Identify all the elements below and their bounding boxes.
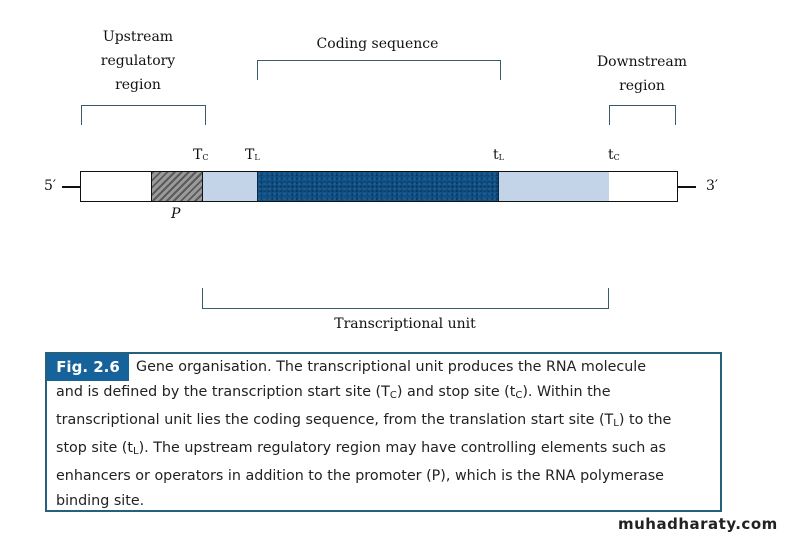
five-prime-line — [62, 186, 81, 188]
five-prime-label: 5′ — [44, 178, 57, 194]
translation-stop-site-label: tL — [493, 147, 504, 163]
caption-line: stop site (tL). The upstream regulatory … — [56, 436, 706, 464]
three-prime-label: 3′ — [706, 178, 719, 194]
upstream-label-line1: Upstream — [102, 29, 174, 45]
downstream-bracket — [609, 105, 676, 125]
caption-sub: C — [515, 390, 523, 401]
downstream-segment — [609, 172, 677, 201]
transcription-start-site-label: TC — [193, 147, 208, 163]
coding-segment — [257, 172, 499, 201]
caption-text: Gene organisation. The transcriptional u… — [56, 355, 706, 514]
caption-line: and is defined by the transcription star… — [56, 380, 706, 408]
caption-text-span: stop site (t — [56, 440, 133, 456]
caption-line: binding site. — [56, 493, 145, 509]
caption-text-span: ) to the — [618, 412, 672, 428]
site-base: t — [608, 147, 614, 163]
site-sub: C — [613, 153, 620, 162]
caption-sub: L — [613, 418, 619, 429]
promoter-segment — [151, 172, 203, 201]
caption-text-span: and is defined by the transcription star… — [56, 384, 390, 400]
downstream-label-line2: region — [619, 78, 665, 94]
site-base: T — [245, 147, 255, 163]
promoter-label: P — [171, 206, 181, 222]
downstream-label-line1: Downstream — [596, 54, 688, 70]
caption-line: transcriptional unit lies the coding seq… — [56, 408, 706, 436]
caption-line: Gene organisation. The transcriptional u… — [56, 355, 706, 380]
site-sub: L — [498, 153, 504, 162]
caption-line: enhancers or operators in addition to th… — [56, 468, 664, 484]
three-prime-line — [677, 186, 696, 188]
translation-start-site-label: TL — [245, 147, 260, 163]
upstream-bracket — [81, 105, 206, 125]
site-base: t — [493, 147, 499, 163]
caption-text-span: ) and stop site (t — [396, 384, 516, 400]
gene-bar — [80, 171, 678, 202]
three-utr-segment — [499, 172, 609, 201]
site-sub: L — [254, 153, 260, 162]
downstream-region-label: Downstream region — [588, 50, 696, 98]
coding-sequence-label: Coding sequence — [316, 36, 439, 52]
caption-sub: L — [132, 446, 139, 457]
watermark-text: muhadharaty.com — [618, 515, 778, 533]
caption-text-span: transcriptional unit lies the coding seq… — [56, 412, 614, 428]
upstream-region-label: Upstream regulatory region — [88, 25, 188, 97]
caption-text-span: ). Within the — [522, 384, 611, 400]
caption-line1: Gene organisation. The transcriptional u… — [136, 359, 647, 375]
caption-text-span: ). The upstream regulatory region may ha… — [138, 440, 667, 456]
figure-caption: Fig. 2.6 Gene organisation. The transcri… — [45, 352, 722, 512]
transcriptional-unit-bracket — [202, 288, 609, 309]
site-base: T — [193, 147, 203, 163]
figure-number-label: Fig. 2.6 — [47, 354, 129, 381]
upstream-segment — [81, 172, 151, 201]
caption-sub: C — [389, 390, 397, 401]
five-utr-segment — [203, 172, 257, 201]
upstream-label-line3: region — [115, 77, 161, 93]
coding-bracket — [257, 60, 501, 80]
upstream-label-line2: regulatory — [100, 53, 176, 69]
site-sub: C — [202, 153, 209, 162]
transcriptional-unit-label: Transcriptional unit — [334, 316, 476, 332]
transcription-stop-site-label: tC — [608, 147, 620, 163]
